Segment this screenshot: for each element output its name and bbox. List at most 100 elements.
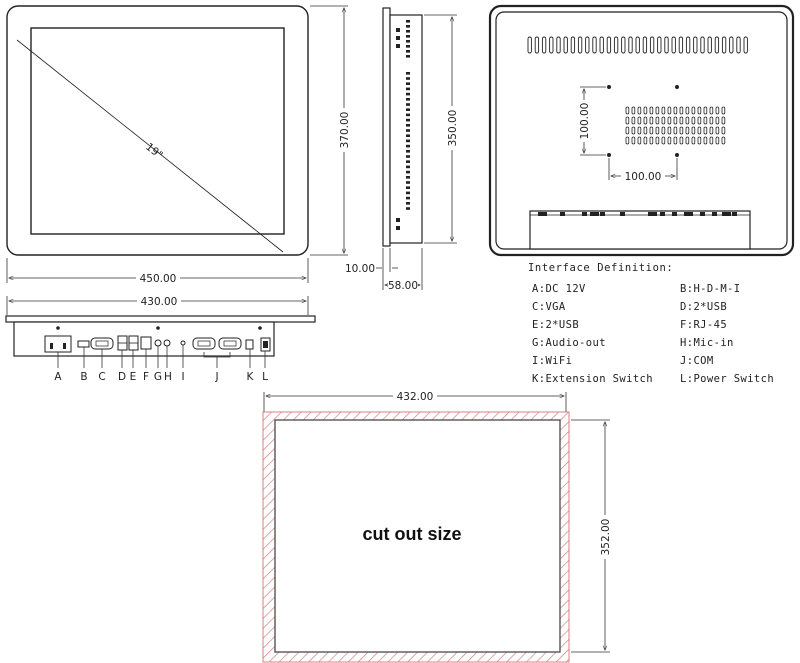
- side-front-bezel: [382, 7, 391, 247]
- io-port: [672, 212, 677, 216]
- vent-slot: [661, 116, 666, 125]
- vent-slot: [406, 191, 410, 195]
- vent-slot: [743, 36, 748, 54]
- vent-slot: [406, 98, 410, 101]
- vent-slot: [721, 116, 726, 125]
- io-port: [700, 212, 705, 216]
- vent-slot: [643, 126, 648, 135]
- vent-slot: [406, 176, 410, 179]
- vent-slot: [657, 36, 662, 54]
- port-letter-k: K: [247, 371, 255, 383]
- front-width-label: 450.00: [140, 273, 177, 285]
- vent-slot: [715, 106, 720, 115]
- vent-slot: [406, 196, 410, 200]
- port-b-hdmi: [77, 340, 90, 348]
- vent-slot: [691, 106, 696, 115]
- vent-slot: [406, 40, 410, 43]
- rear-horizontal-label: 100.00: [625, 171, 662, 183]
- vent-slot: [655, 116, 660, 125]
- cutout-width-label: 432.00: [397, 391, 434, 403]
- side-vents: [406, 20, 410, 210]
- port-letter-d: D: [118, 371, 126, 383]
- vent-slot: [649, 106, 654, 115]
- vent-slot: [691, 116, 696, 125]
- vent-slot: [406, 108, 410, 111]
- vent-slot: [406, 30, 410, 33]
- vent-slot: [631, 116, 636, 125]
- vent-slot: [715, 126, 720, 135]
- port-letter-l: L: [262, 371, 268, 383]
- vent-slot: [691, 136, 696, 145]
- vent-slot: [697, 106, 702, 115]
- port-letter-a: A: [54, 371, 62, 383]
- vent-slot: [649, 36, 655, 54]
- vent-slot: [673, 126, 678, 135]
- port-letter-c: C: [98, 371, 105, 383]
- vent-slot: [406, 72, 410, 75]
- screen-diagonal: [16, 39, 284, 253]
- port-g-audio-out: [154, 339, 162, 347]
- vent-slot: [637, 106, 642, 115]
- vent-slot: [549, 36, 554, 54]
- vent-slot: [685, 126, 690, 135]
- vent-slot: [709, 116, 714, 125]
- side-body: [389, 14, 423, 244]
- interface-item-right: D:2*USB: [680, 301, 728, 313]
- bottom-width-label: 430.00: [141, 296, 178, 308]
- vent-slot: [406, 50, 410, 53]
- vesa-hole: [607, 153, 611, 157]
- vent-slot: [655, 136, 660, 145]
- front-height-label: 370.00: [339, 112, 351, 149]
- vent-slot: [643, 136, 648, 145]
- vent-slot: [631, 126, 636, 135]
- vent-slot: [673, 116, 678, 125]
- vent-slot: [527, 36, 532, 54]
- interface-item-right: J:COM: [680, 355, 714, 367]
- vent-slot: [667, 116, 672, 125]
- rear-io-ports: [538, 212, 737, 216]
- vent-slot: [635, 36, 640, 54]
- vent-slot: [678, 36, 684, 54]
- bottom-view: 430.00: [5, 295, 316, 383]
- interface-definition-title: Interface Definition:: [528, 262, 674, 274]
- vent-slot: [563, 36, 568, 54]
- vent-slot: [661, 106, 666, 115]
- vent-slot: [625, 116, 630, 125]
- vent-slot: [631, 136, 636, 145]
- vent-slot: [625, 136, 630, 145]
- vent-slot: [606, 36, 612, 54]
- vent-slot: [406, 202, 410, 205]
- vent-slot: [406, 165, 410, 169]
- io-port: [620, 212, 625, 216]
- rear-io-module: [529, 210, 751, 250]
- vent-slot: [599, 36, 604, 54]
- vent-slot: [406, 160, 410, 163]
- vent-slot: [643, 116, 648, 125]
- vent-slot: [697, 126, 702, 135]
- vent-slot: [625, 106, 630, 115]
- vent-slot: [709, 106, 714, 115]
- vent-slot: [714, 36, 720, 54]
- vent-slot: [649, 136, 654, 145]
- vent-slot: [556, 36, 561, 54]
- vent-slot: [406, 103, 410, 106]
- interface-item-right: H:Mic-in: [680, 337, 734, 349]
- interface-item-left: C:VGA: [532, 301, 566, 313]
- io-port: [712, 212, 717, 216]
- vent-slot: [406, 124, 410, 127]
- io-port: [582, 212, 587, 216]
- cutout-height-label: 352.00: [600, 519, 612, 556]
- vent-slot: [721, 136, 726, 145]
- vent-slot: [679, 126, 684, 135]
- io-port: [648, 212, 657, 216]
- io-port: [538, 212, 547, 216]
- front-view: 19" 450.00 370.00: [6, 5, 351, 285]
- vent-slot: [625, 126, 630, 135]
- io-port: [684, 212, 693, 216]
- vent-slot: [671, 36, 676, 54]
- interface-item-right: B:H-D-M-I: [680, 283, 741, 295]
- vent-slot: [661, 136, 666, 145]
- port-letter-f: F: [143, 371, 149, 383]
- vent-slot: [406, 82, 410, 85]
- port-letter-e: E: [130, 371, 137, 383]
